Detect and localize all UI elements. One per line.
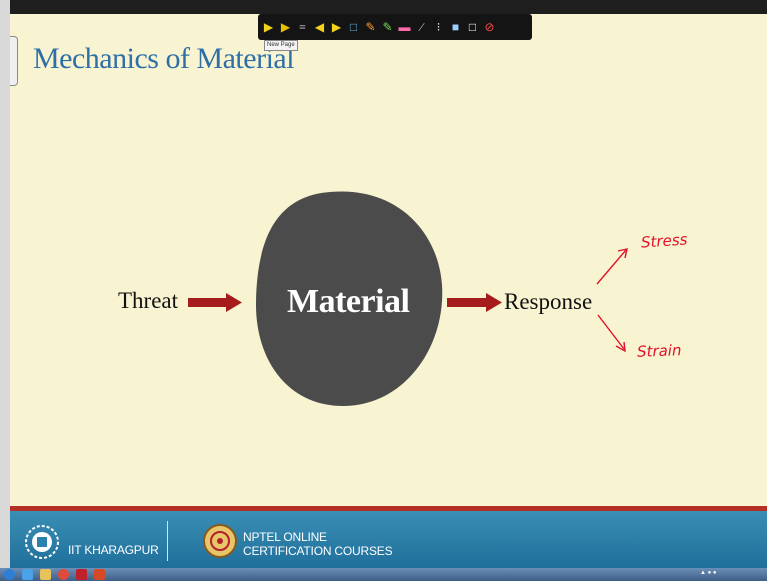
stress-annotation: Stress <box>640 230 689 252</box>
nptel-label: NPTEL ONLINE CERTIFICATION COURSES <box>243 530 393 558</box>
line-icon[interactable]: ∕ <box>420 20 423 34</box>
iit-kharagpur-label: IIT KHARAGPUR <box>68 543 159 557</box>
color-picker-icon[interactable]: ■ <box>451 20 460 34</box>
arrow-material-to-response <box>447 293 502 312</box>
hand-arrow-strain <box>597 314 626 353</box>
stop-icon[interactable]: ⊘ <box>484 20 495 34</box>
side-panel-handle[interactable] <box>10 36 18 86</box>
response-label: Response <box>504 289 593 314</box>
system-tray[interactable]: ▲ ● ● <box>700 570 717 576</box>
arrow-right-yellow-icon[interactable]: ▶ <box>280 20 291 34</box>
slide-title: Mechanics of Material <box>33 42 295 75</box>
toolbar-tooltip: New Page <box>264 40 298 51</box>
footer-band <box>10 511 767 568</box>
highlighter-icon[interactable]: ✎ <box>382 20 393 34</box>
os-taskbar <box>0 568 767 581</box>
iit-logo-icon <box>25 525 59 559</box>
taskbar-app-folder-icon[interactable] <box>40 569 51 580</box>
footer-accent-bar <box>10 506 767 511</box>
material-label: Material <box>287 283 410 320</box>
nptel-line2: CERTIFICATION COURSES <box>243 544 393 558</box>
nptel-line1: NPTEL ONLINE <box>243 530 327 544</box>
threat-label: Threat <box>118 288 179 313</box>
nptel-logo-icon <box>203 524 237 558</box>
taskbar-app-powerpoint-icon[interactable] <box>94 569 105 580</box>
page-icon[interactable]: □ <box>349 20 358 34</box>
stack-icon[interactable]: ≡ <box>299 20 306 34</box>
arrow-threat-to-material <box>188 293 242 312</box>
laser-icon[interactable]: ⁝ <box>436 20 441 34</box>
left-strip <box>0 0 10 581</box>
annotation-toolbar: ▶ ▶ ≡ ◀ ▶ □ ✎ ✎ ▬ ∕ ⁝ ■ □ ⊘ <box>258 14 532 40</box>
arrow-right-icon[interactable]: ▶ <box>263 20 274 34</box>
prev-icon[interactable]: ◀ <box>314 20 325 34</box>
strain-annotation: Strain <box>636 341 682 361</box>
eraser-icon[interactable]: ▬ <box>398 20 411 34</box>
hand-arrow-stress <box>596 248 628 285</box>
footer-divider <box>167 521 168 561</box>
next-icon[interactable]: ▶ <box>331 20 342 34</box>
taskbar-app-ie-icon[interactable] <box>22 569 33 580</box>
taskbar-app-pdf-icon[interactable] <box>76 569 87 580</box>
material-blob <box>255 191 443 407</box>
start-button-icon[interactable] <box>4 569 15 580</box>
pen-icon[interactable]: ✎ <box>365 20 376 34</box>
top-strip <box>0 0 767 14</box>
blank-page-icon[interactable]: □ <box>468 20 477 34</box>
taskbar-app-chrome-icon[interactable] <box>58 569 69 580</box>
